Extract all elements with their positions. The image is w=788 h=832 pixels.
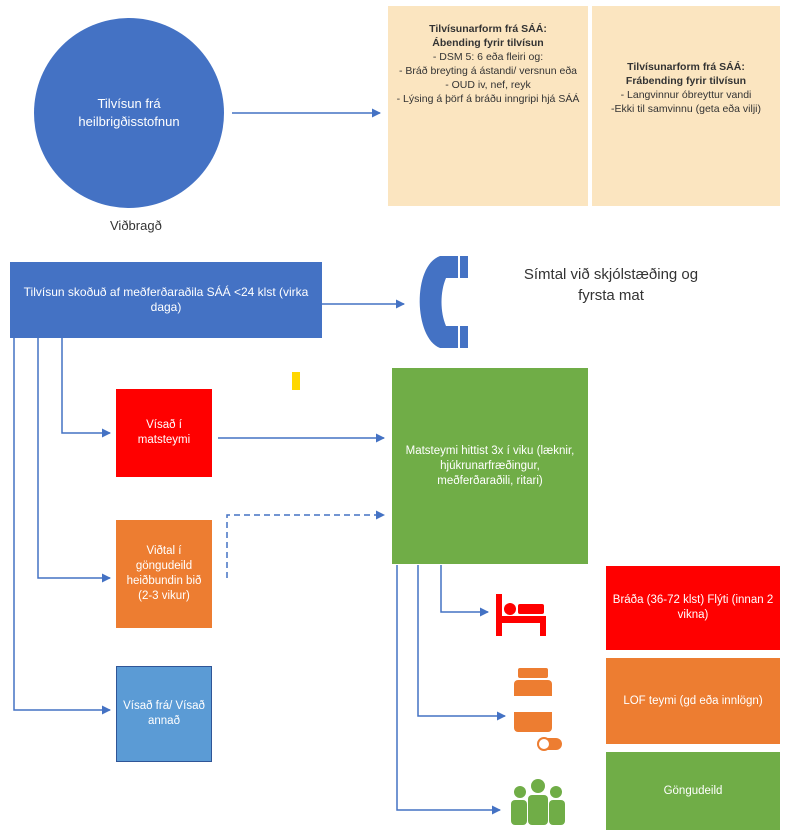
- yellow-marker: [292, 372, 300, 390]
- contraindication-subtitle: Frábending fyrir tilvísun: [625, 75, 747, 87]
- hospital-bed-icon: [494, 588, 550, 640]
- contraindication-item: - Langvinnur óbreyttur vandi: [620, 89, 752, 101]
- referred-elsewhere-box: Vísað frá/ Vísað annað: [116, 666, 212, 762]
- contraindication-item: -Ekki til samvinnu (geta eða vilji): [611, 103, 761, 115]
- contraindication-note: Tilvísunarform frá SÁÁ: Frábending fyrir…: [592, 6, 780, 206]
- phone-icon: [410, 252, 470, 352]
- outpatient-clinic-box: Göngudeild: [606, 752, 780, 830]
- indication-note: Tilvísunarform frá SÁÁ: Ábending fyrir t…: [388, 6, 588, 206]
- arrow-assessment-to-lof: [417, 565, 506, 721]
- contraindication-title: Tilvísunarform frá SÁÁ:: [627, 61, 745, 73]
- phone-caption: Símtal við skjólstæðing og fyrsta mat: [523, 266, 699, 304]
- review-box: Tilvísun skoðuð af meðferðaraðila SÁÁ <2…: [10, 262, 322, 338]
- indication-item: - Lýsing á þörf á bráðu inngripi hjá SÁÁ: [396, 93, 580, 105]
- arrow-assessment-to-outpatient: [396, 565, 501, 815]
- lof-team-box: LOF teymi (gd eða innlögn): [606, 658, 780, 744]
- arrow-review-to-team: [61, 338, 111, 438]
- indication-title: Tilvísunarform frá SÁÁ:: [429, 23, 547, 35]
- acute-outcome-box: Bráða (36-72 klst) Flýti (innan 2 vikna): [606, 566, 780, 650]
- indication-subtitle: Ábending fyrir tilvísun: [432, 37, 544, 49]
- assessment-team-box: Matsteymi hittist 3x í viku (læknir, hjú…: [392, 368, 588, 564]
- response-label: Viðbragð: [110, 218, 162, 233]
- referral-source-circle: Tilvísun frá heilbrigðisstofnun: [34, 18, 224, 208]
- arrow-assessment-to-acute: [440, 565, 489, 617]
- indication-item: - OUD iv, nef, reyk: [445, 79, 531, 91]
- outpatient-interview-box: Viðtal í göngudeild heiðbundin bið (2-3 …: [116, 520, 212, 628]
- dashed-arrow-outpatient-to-assessment: [226, 510, 385, 578]
- medicine-bottle-icon: [512, 668, 564, 754]
- indication-item: - Bráð breyting á ástandi/ versnun eða: [398, 65, 578, 77]
- indication-item: - DSM 5: 6 eða fleiri og:: [432, 51, 544, 63]
- arrow-review-to-elsewhere: [13, 338, 111, 715]
- arrow-review-to-outpatient: [37, 338, 111, 583]
- referred-team-box: Vísað í matsteymi: [116, 389, 212, 477]
- group-people-icon: [508, 778, 568, 826]
